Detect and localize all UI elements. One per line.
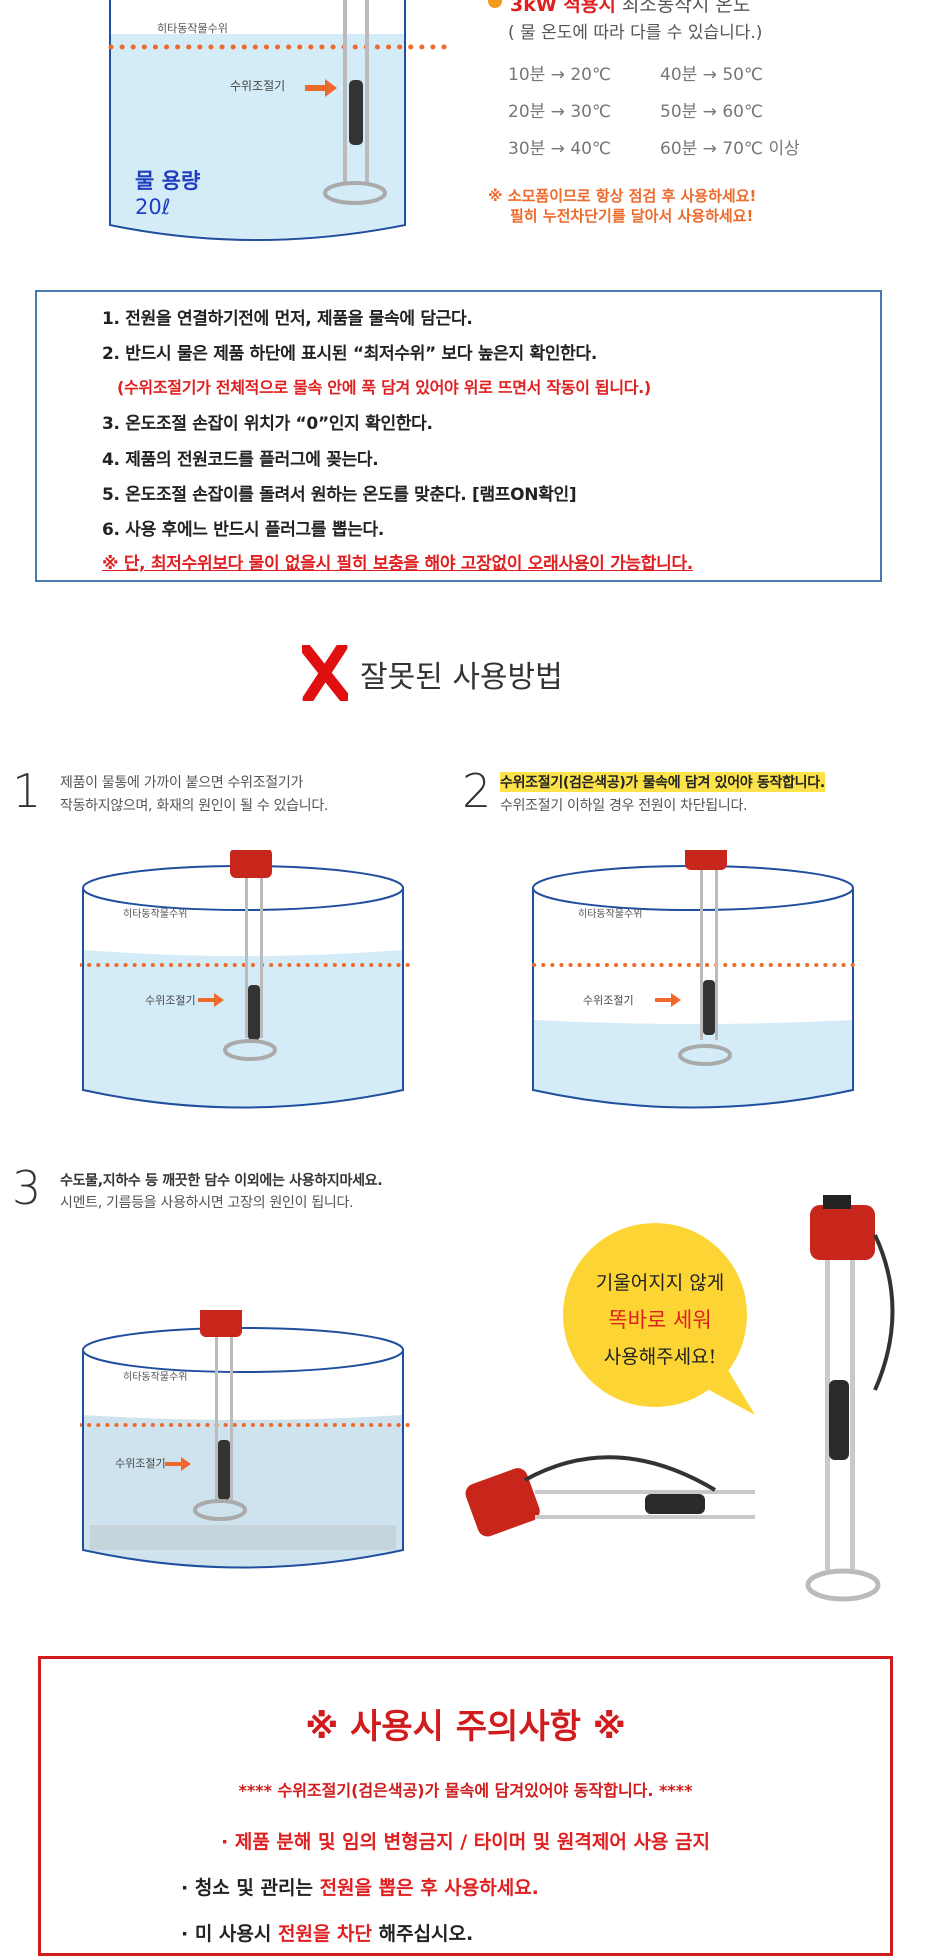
warning-line: 필히 누전차단기를 달아서 사용하세요!	[510, 207, 754, 225]
x-mark-icon	[302, 645, 348, 701]
step-text: 수도물,지하수 등 깨끗한 담수 이외에는 사용하지마세요.	[60, 1173, 383, 1189]
instruction-item: 4. 제품의 전원코드를 플러그에 꽂는다.	[102, 450, 379, 470]
caution-text: 해주십시오.	[372, 1923, 474, 1945]
bubble-line: 기울어지지 않게	[595, 1272, 725, 1294]
tank-diagram-1	[80, 850, 410, 1109]
caution-box: ※ 사용시 주의사항 ※ **** 수위조절기(검은색공)가 물속에 담겨있어야…	[38, 1656, 893, 1956]
heater-level-label: 히타동작물수위	[157, 22, 228, 35]
float-switch-label: 수위조절기	[115, 1457, 166, 1470]
step-text: 수위조절기 이하일 경우 전원이 차단됩니다.	[500, 798, 748, 814]
instruction-item: 6. 사용 후에느 반드시 플러그를 뽑는다.	[102, 520, 385, 540]
temp-row: 60분 → 70℃ 이상	[660, 139, 800, 159]
caution-item: · 청소 및 관리는 전원을 뽑은 후 사용하세요.	[181, 1873, 539, 1900]
instruction-item: 3. 온도조절 손잡이 위치가 “0”인지 확인한다.	[102, 414, 433, 434]
caution-item: · 미 사용시 전원을 차단 해주십시오.	[181, 1919, 473, 1946]
step-number: 3	[12, 1161, 42, 1215]
heater-level-label: 히타동작물수위	[123, 909, 188, 920]
bubble-line: 똑바로 세워	[608, 1308, 712, 1332]
caution-text: · 미 사용시	[181, 1923, 278, 1945]
temp-row: 20분 → 30℃	[508, 102, 612, 122]
arrow-icon	[305, 79, 337, 97]
bubble-line: 사용해주세요!	[603, 1346, 717, 1368]
caution-subtitle: **** 수위조절기(검은색공)가 물속에 담겨있어야 동작합니다. ****	[238, 1781, 693, 1800]
heater-level-label: 히타동작물수위	[123, 1372, 188, 1383]
temp-row: 40분 → 50℃	[660, 65, 764, 85]
instruction-item: 1. 전원을 연결하기전에 먼저, 제품을 물속에 담근다.	[102, 309, 473, 329]
step-text-highlight: 수위조절기(검은색공)가 물속에 담겨 있어야 동작합니다.	[500, 772, 825, 792]
warning-line: ※ 소모품이므로 항상 점검 후 사용하세요!	[488, 187, 757, 205]
heading-rest: 최소동작시 온도	[621, 0, 751, 16]
instructions-box: 1. 전원을 연결하기전에 먼저, 제품을 물속에 담근다. 2. 반드시 물은…	[35, 290, 882, 582]
bubble-text: 기울어지지 않게 똑바로 세워 사용해주세요!	[560, 1265, 760, 1376]
heading-power: 3kW 적용시	[510, 0, 616, 16]
instruction-item: 2. 반드시 물은 제품 하단에 표시된 “최저수위” 보다 높은지 확인한다.	[102, 344, 597, 364]
float-switch-label: 수위조절기	[230, 79, 286, 93]
caution-text: · 청소 및 관리는	[181, 1877, 320, 1899]
temp-note: ( 물 온도에 따라 다를 수 있습니다.)	[508, 23, 763, 43]
heater-level-label: 히타동작물수위	[578, 909, 643, 920]
step-number: 2	[462, 764, 492, 818]
capacity-label: 물 용량	[135, 169, 201, 193]
caution-emphasis: 전원을 뽑은 후 사용하세요.	[319, 1877, 539, 1899]
wrong-usage-title: 잘못된 사용방법	[360, 660, 563, 695]
product-image	[465, 1195, 895, 1602]
tank-diagram-3	[80, 1310, 410, 1569]
instruction-warning: ※ 단, 최저수위보다 물이 없을시 필히 보충을 해야 고장없이 오래사용이 …	[102, 554, 693, 574]
temp-row: 10분 → 20℃	[508, 65, 612, 85]
temp-row: 50분 → 60℃	[660, 102, 764, 122]
instruction-note: (수위조절기가 전체적으로 물속 안에 푹 담겨 있어야 위로 뜨면서 작동이 …	[117, 378, 651, 397]
tank-diagram-2	[530, 850, 860, 1109]
water-tank-diagram	[108, 0, 453, 241]
caution-emphasis: 전원을 차단	[277, 1923, 372, 1945]
caution-item: · 제품 분해 및 임의 변형금지 / 타이머 및 원격제어 사용 금지	[221, 1831, 710, 1853]
step-text: 작동하지않으며, 화재의 원인이 될 수 있습니다.	[60, 798, 329, 814]
float-switch-label: 수위조절기	[583, 994, 634, 1007]
instruction-item: 5. 온도조절 손잡이를 돌려서 원하는 온도를 맞춘다. [램프ON확인]	[102, 485, 577, 505]
speech-bubble	[563, 1223, 755, 1415]
bullet-icon	[488, 0, 502, 8]
step-text: 제품이 물통에 가까이 붙으면 수위조절기가	[60, 775, 304, 791]
temp-row: 30분 → 40℃	[508, 139, 612, 159]
step-text: 시멘트, 기름등을 사용하시면 고장의 원인이 됩니다.	[60, 1195, 354, 1211]
capacity-value: 20ℓ	[135, 195, 171, 219]
temp-heading: 3kW 적용시 최소동작시 온도	[510, 0, 750, 17]
float-switch-label: 수위조절기	[145, 994, 196, 1007]
step-number: 1	[12, 764, 42, 818]
caution-title: ※ 사용시 주의사항 ※	[305, 1707, 626, 1747]
heater-rod	[323, 0, 387, 205]
